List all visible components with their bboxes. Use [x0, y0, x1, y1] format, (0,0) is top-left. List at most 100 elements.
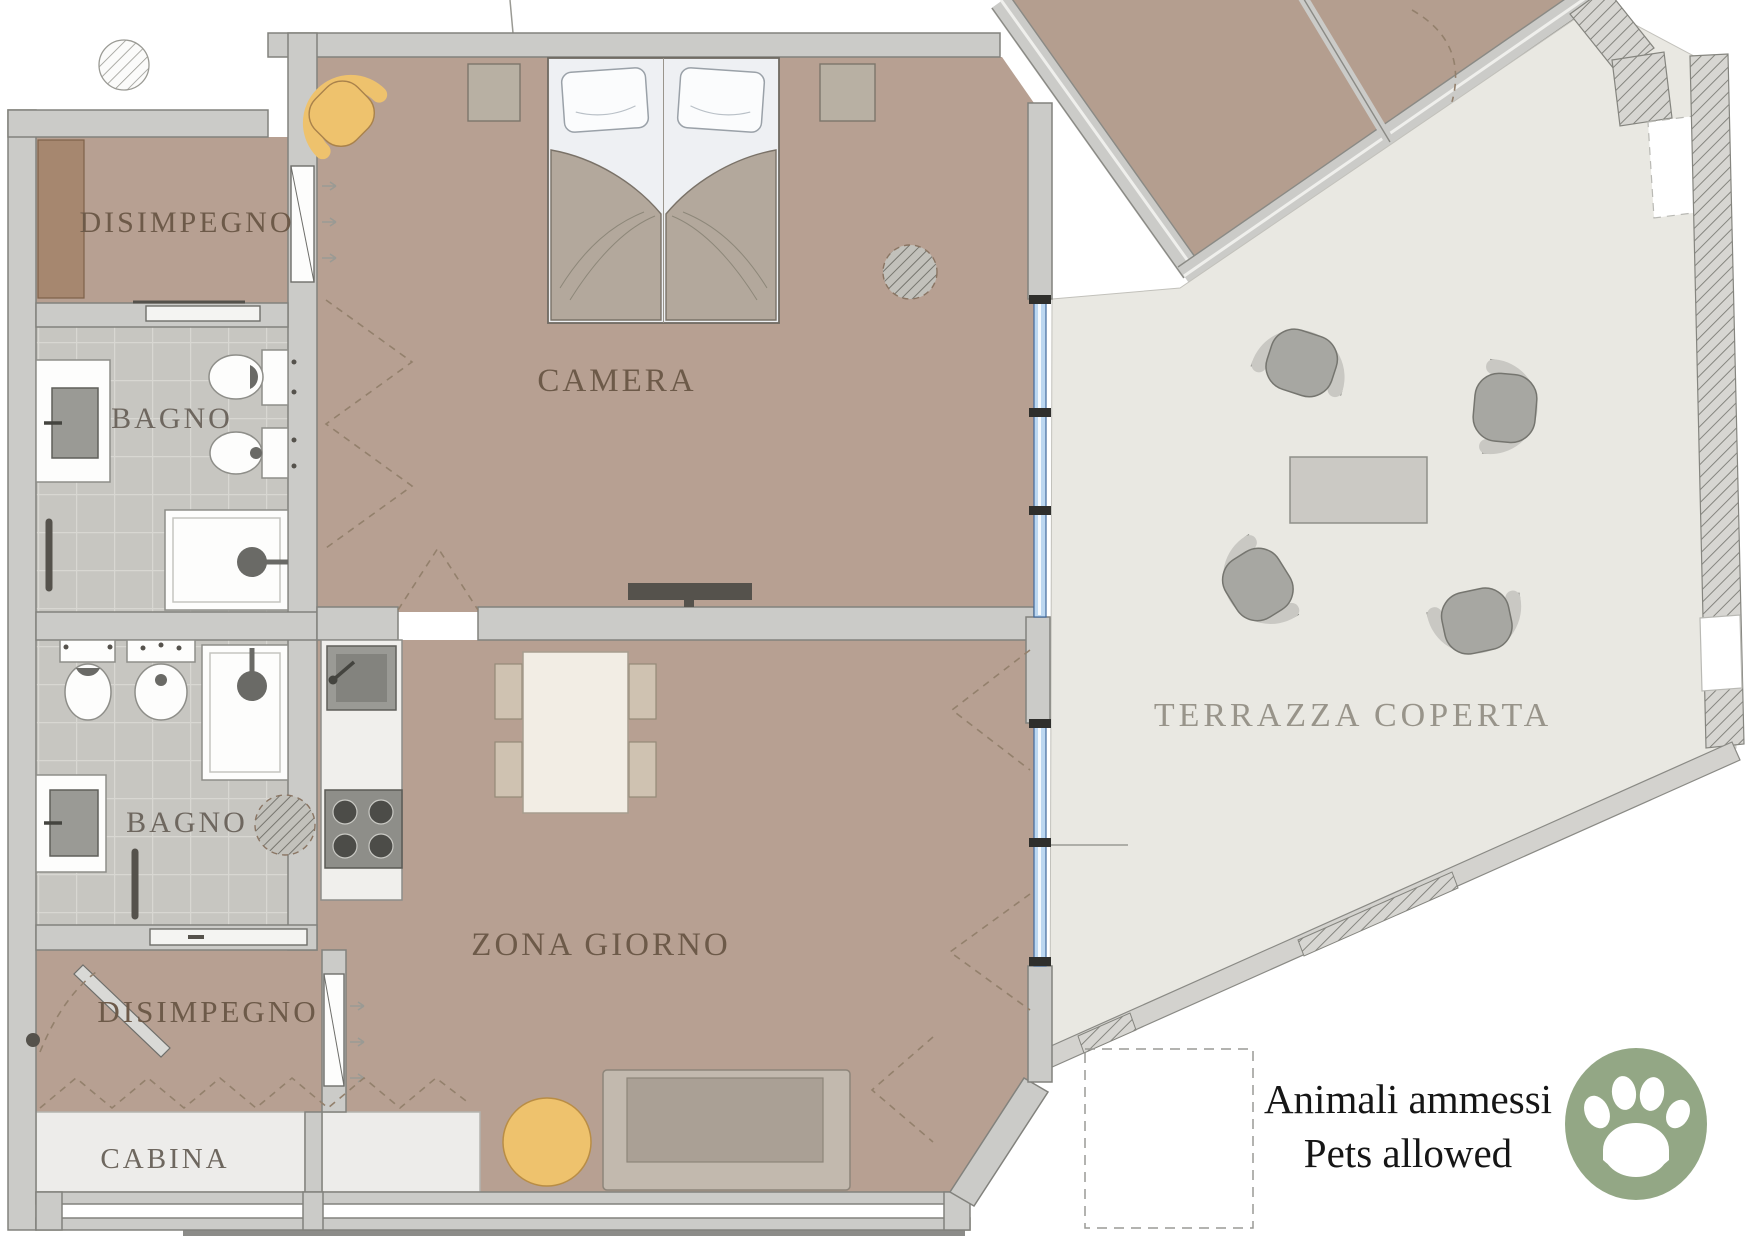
pets-note: Animali ammessi Pets allowed: [1084, 1048, 1707, 1229]
terrace-right-wall: [1689, 53, 1745, 749]
adjacent-unit-sw-wall: [991, 0, 1201, 279]
exterior-surroundings: [98, 0, 965, 1236]
window-opening: [1699, 614, 1743, 692]
sliding-door-leaf: [145, 305, 261, 322]
pillow: [676, 67, 766, 133]
hatched-pier: [1611, 51, 1673, 127]
dining-chair: [494, 663, 523, 720]
toilet-bracket: [261, 349, 289, 406]
wall-cavity-line: [1183, 0, 1586, 278]
camera-wardrobe-swing: [324, 299, 414, 549]
dashed-projection-box: [1084, 1048, 1254, 1229]
terrace: TERRAZZA COPERTA: [946, 0, 1745, 1069]
bidet-bracket: [126, 639, 196, 663]
hatched-column-icon: [98, 39, 150, 91]
wall-south-inner: [35, 1217, 971, 1231]
toilet: [208, 354, 264, 400]
hatched-parapet-segment: [1077, 1012, 1137, 1054]
burner: [368, 799, 394, 825]
shower-head: [237, 547, 267, 577]
kitchen-sink-basin: [336, 654, 387, 702]
wardrobe-closet: [321, 1111, 481, 1193]
pocket-door-bottom: [323, 973, 365, 1087]
wall-se-diagonal: [948, 1076, 1050, 1208]
burner: [332, 799, 358, 825]
bagno-bottom-fixtures: [35, 639, 316, 920]
dining-chair: [628, 663, 657, 720]
door-swing: [39, 971, 97, 1053]
wall-edge: [1011, 0, 1201, 265]
wall-pier: [35, 1191, 63, 1231]
dining-table: [522, 651, 629, 814]
hatched-column-icon: [254, 794, 316, 856]
glass-mullions: [1029, 295, 1051, 966]
burner: [332, 833, 358, 859]
room-label-disimpegno-bottom: DISIMPEGNO: [97, 994, 318, 1029]
cabina-floor: [35, 1111, 306, 1193]
bidet-bracket: [261, 427, 289, 479]
wall-camera-zona-west: [316, 606, 399, 641]
wall-camera-zona-east: [477, 606, 1035, 641]
toilet: [64, 663, 112, 721]
wall-edge: [1303, 0, 1391, 143]
bagno-top-fixtures: [35, 349, 297, 611]
nightstand-right: [819, 63, 876, 122]
wall-north-camera: [267, 32, 1001, 58]
duvet-folds: [671, 211, 768, 301]
room-labels: DISIMPEGNO BAGNO CAMERA BAGNO ZONA GIORN…: [79, 206, 727, 1175]
pocket-door-top: [290, 165, 337, 283]
furniture: [35, 57, 938, 1191]
window-door-swing: [948, 893, 1031, 1011]
dashed-symbols: [39, 299, 1031, 1143]
room-label-bagno-bottom: BAGNO: [126, 806, 248, 839]
double-bed: [547, 57, 780, 324]
door-handle: [188, 935, 204, 939]
wall-between-bagni: [35, 611, 318, 641]
sliding-door-leaf: [149, 928, 308, 946]
facade-pier: [1025, 616, 1051, 724]
toilet-bracket: [59, 639, 116, 663]
room-label-terrazza: TERRAZZA COPERTA: [1154, 697, 1552, 734]
terrace-table: [1289, 456, 1428, 524]
pets-note-line1: Animali ammessi: [1264, 1076, 1552, 1122]
room-label-camera: CAMERA: [537, 363, 696, 399]
kitchen: [320, 639, 403, 901]
facade-pier: [1027, 102, 1053, 300]
adjacent-unit-floor: [1005, 0, 1582, 272]
entry-cabinet: [37, 139, 85, 299]
shower-tray-inner: [209, 652, 281, 773]
paw-icon: [1565, 1048, 1707, 1200]
shower-tray: [201, 644, 289, 781]
toilet-flush: [76, 668, 100, 676]
window-door-swing: [950, 649, 1031, 771]
wall-pier: [302, 1191, 324, 1231]
pets-note-line2: Pets allowed: [1304, 1130, 1512, 1176]
room-label-disimpegno-top: DISIMPEGNO: [79, 206, 294, 239]
bidet-drain: [155, 674, 167, 686]
leader-line: [509, 0, 514, 34]
hatched-parapet-segment: [1297, 871, 1459, 957]
coffee-table-round: [502, 1097, 592, 1187]
wardrobe-door-swings: [39, 1076, 471, 1110]
bidet: [134, 663, 188, 721]
room-label-bagno-top: BAGNO: [111, 402, 233, 435]
wall-edge: [991, 7, 1185, 279]
wall-north-disimpegno: [7, 109, 269, 138]
room-label-cabina: CABINA: [100, 1143, 229, 1175]
bidet-drain: [250, 447, 262, 459]
tv-panel: [628, 583, 752, 600]
dining-chair: [494, 741, 523, 798]
door-stop: [26, 1033, 40, 1047]
doors: [26, 165, 365, 1087]
glass-highlight: [1038, 301, 1041, 615]
kitchen-faucet: [331, 660, 356, 682]
pillow: [560, 67, 650, 133]
wall-west: [7, 109, 37, 1231]
kitchen-faucet-base: [328, 675, 338, 685]
tv-stand: [684, 600, 694, 607]
sofa: [602, 1069, 851, 1191]
wall-south-outer: [35, 1191, 971, 1205]
hatched-column-icon: [882, 244, 938, 300]
